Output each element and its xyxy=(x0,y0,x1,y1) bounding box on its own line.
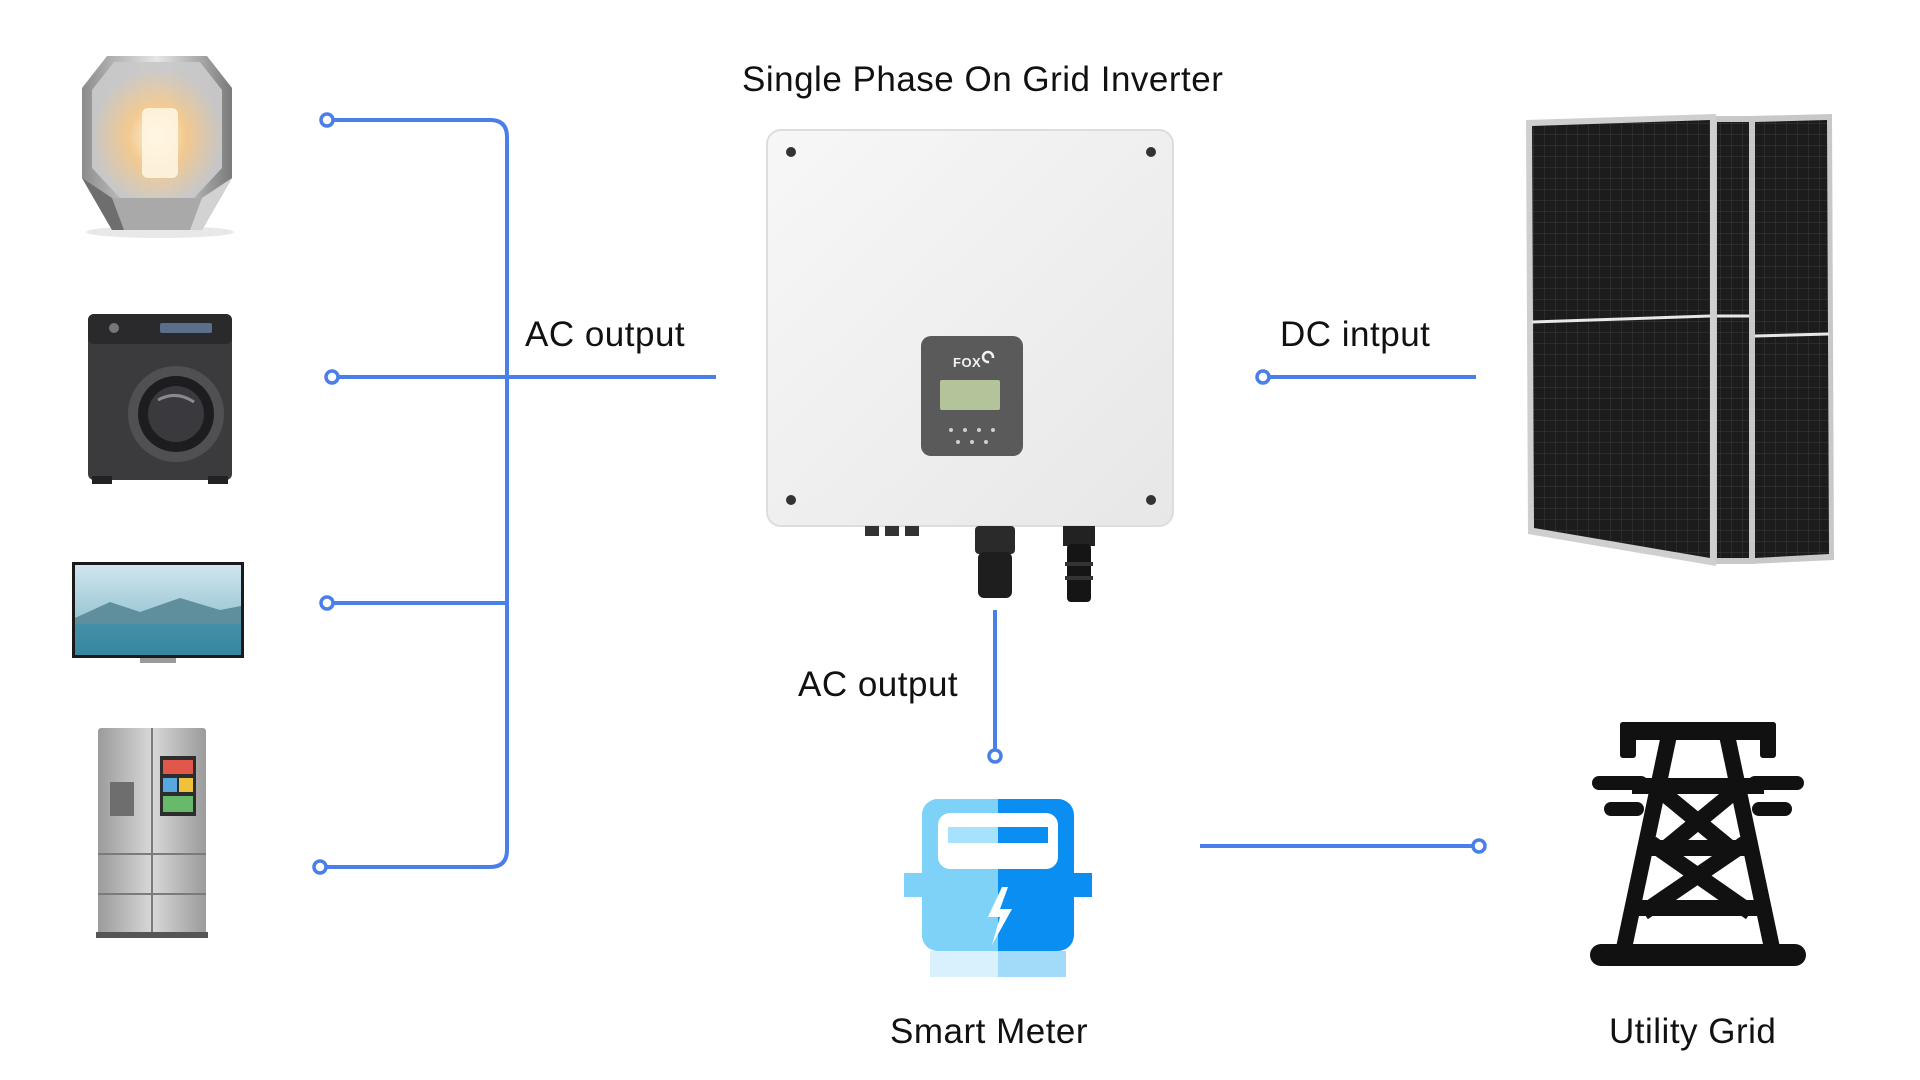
smart-meter-label: Smart Meter xyxy=(890,1012,1089,1051)
lamp-icon xyxy=(82,56,234,238)
smart-meter-icon xyxy=(904,799,1092,977)
utility-grid-icon xyxy=(1590,722,1806,966)
appliance-bus-wire xyxy=(320,118,509,869)
dc-input-label: DC intput xyxy=(1280,315,1431,354)
washing-machine-icon xyxy=(88,314,232,484)
fox-logo-icon xyxy=(981,350,995,364)
ac-output-bottom-label: AC output xyxy=(798,665,959,704)
diagram-title: Single Phase On Grid Inverter xyxy=(742,60,1224,99)
inverter xyxy=(766,129,1174,602)
wire-node-washer xyxy=(324,369,340,385)
utility-grid-label: Utility Grid xyxy=(1609,1012,1777,1051)
tv-icon xyxy=(72,562,244,663)
refrigerator-icon xyxy=(96,728,208,938)
wire-node-meter xyxy=(987,748,1003,764)
ac-output-label: AC output xyxy=(525,315,686,354)
wire-node-dc xyxy=(1255,369,1271,385)
wire-node-fridge xyxy=(312,859,328,875)
inverter-brand-logo: FOX xyxy=(953,355,982,370)
wire-node-lamp xyxy=(319,112,335,128)
wire-node-grid xyxy=(1471,838,1487,854)
wire-node-tv xyxy=(319,595,335,611)
solar-panel-icon xyxy=(1526,114,1834,566)
